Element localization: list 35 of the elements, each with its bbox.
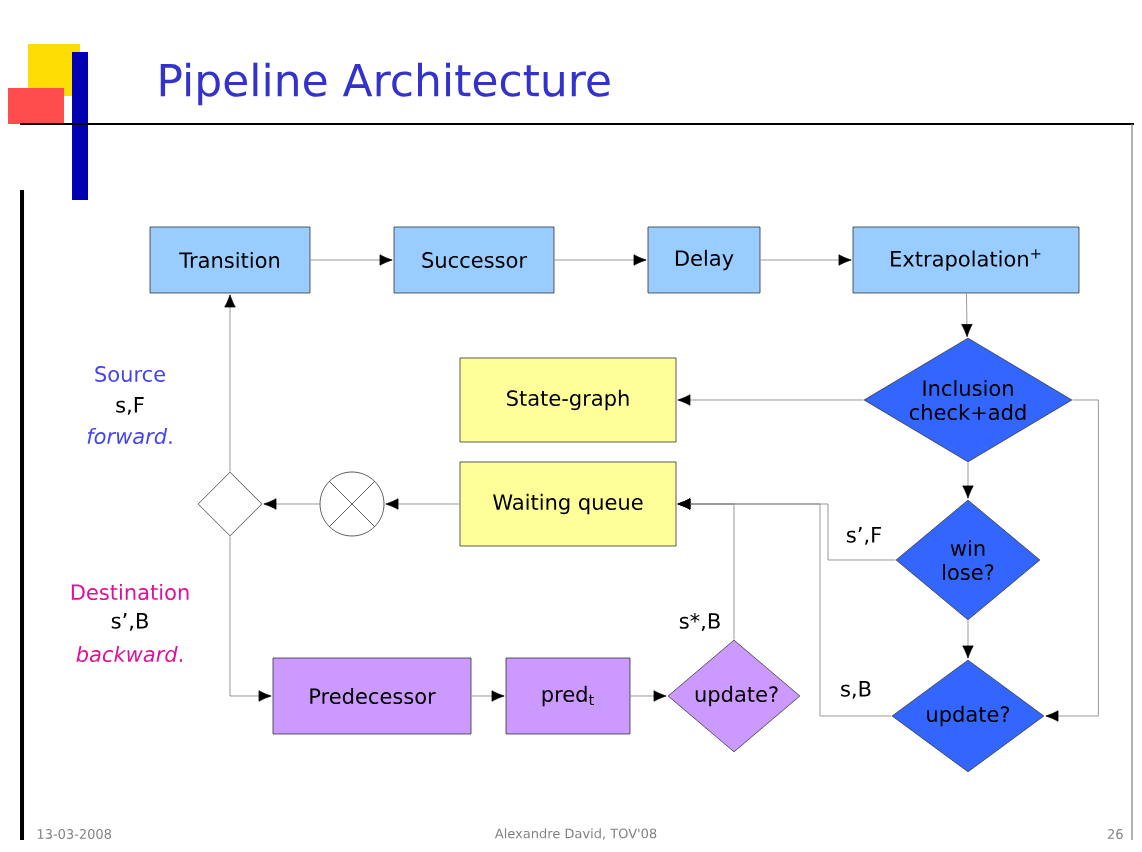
side-label: backward. (76, 645, 182, 663)
process-box: Delay (647, 226, 761, 294)
side-label: Destination (71, 583, 189, 601)
side-label: Source (95, 366, 165, 382)
edge-label: s*,B (676, 611, 724, 633)
arrow (677, 498, 735, 640)
slide-title: Pipeline Architecture (160, 62, 610, 106)
arrow (630, 690, 667, 702)
process-box: Transition (149, 226, 311, 294)
arrow (229, 536, 272, 702)
arrow (224, 294, 236, 472)
process-box: Successor (393, 226, 555, 294)
arrow (554, 254, 647, 266)
edge-label: s,B (838, 679, 874, 701)
data-box: Waiting queue (459, 461, 677, 547)
arrow (677, 394, 864, 406)
process-box: pred$_{t}$ (505, 657, 631, 735)
arrow (961, 293, 973, 338)
arrow (962, 620, 974, 659)
cross-circle (319, 471, 385, 537)
junction-diamond (197, 471, 263, 537)
arrow (760, 254, 852, 266)
arrow (962, 462, 974, 499)
arrow (263, 498, 320, 510)
process-box: Extrapolation$^{+}$ (852, 226, 1080, 294)
arrow (310, 254, 393, 266)
data-box: State-graph (459, 357, 677, 443)
arrow (385, 498, 460, 510)
side-label: forward. (87, 427, 172, 445)
side-label: s’,B (111, 613, 148, 631)
arrow (471, 690, 505, 702)
edge-label: s’,F (843, 525, 885, 547)
arrow (1045, 399, 1099, 722)
side-label: s,F (116, 397, 144, 415)
process-box: Predecessor (272, 657, 472, 735)
